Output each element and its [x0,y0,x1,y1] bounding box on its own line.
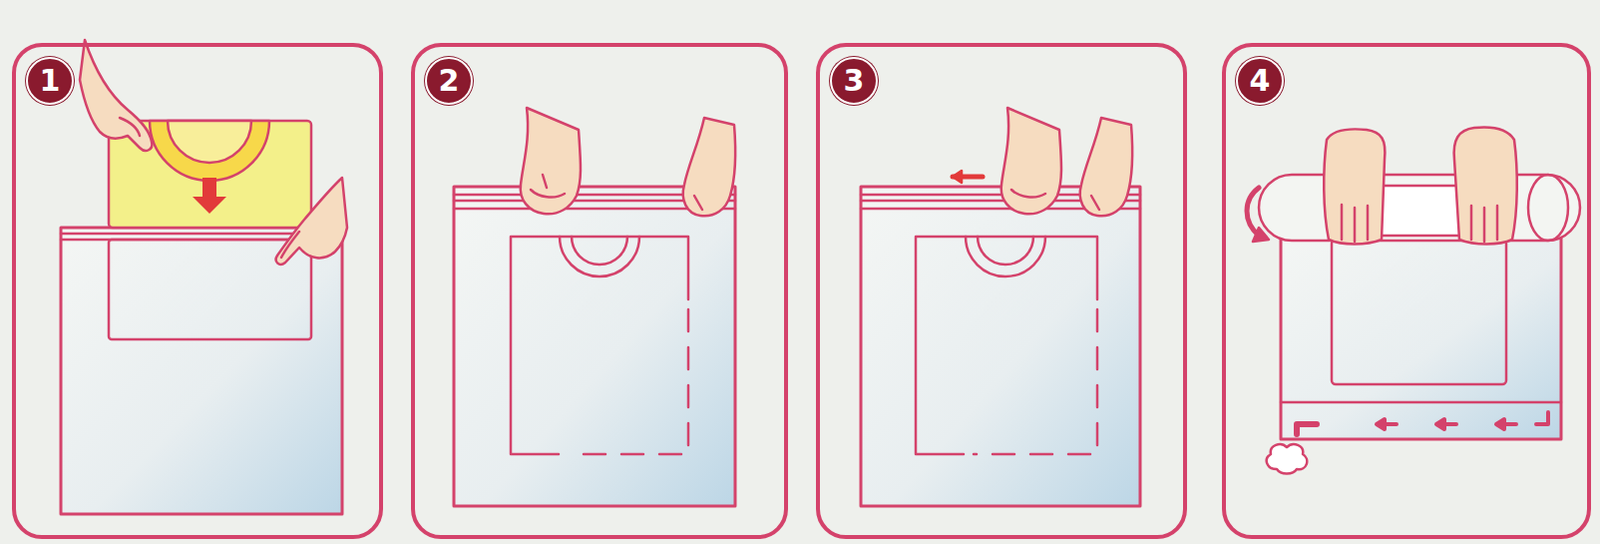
bag-step-two [453,107,736,506]
step-number: 3 [829,56,878,105]
step-number: 4 [1235,56,1284,105]
step-panel: 3 [815,42,1188,539]
step-panel: 2 [410,42,789,539]
bag-step-one [60,39,348,514]
bag-step-four [1246,127,1581,474]
bag-step-three [860,107,1141,506]
step-panel: 4 [1221,42,1592,539]
step-number: 2 [424,56,473,105]
step-number: 1 [25,56,74,105]
step-panel: 1 [11,42,384,539]
